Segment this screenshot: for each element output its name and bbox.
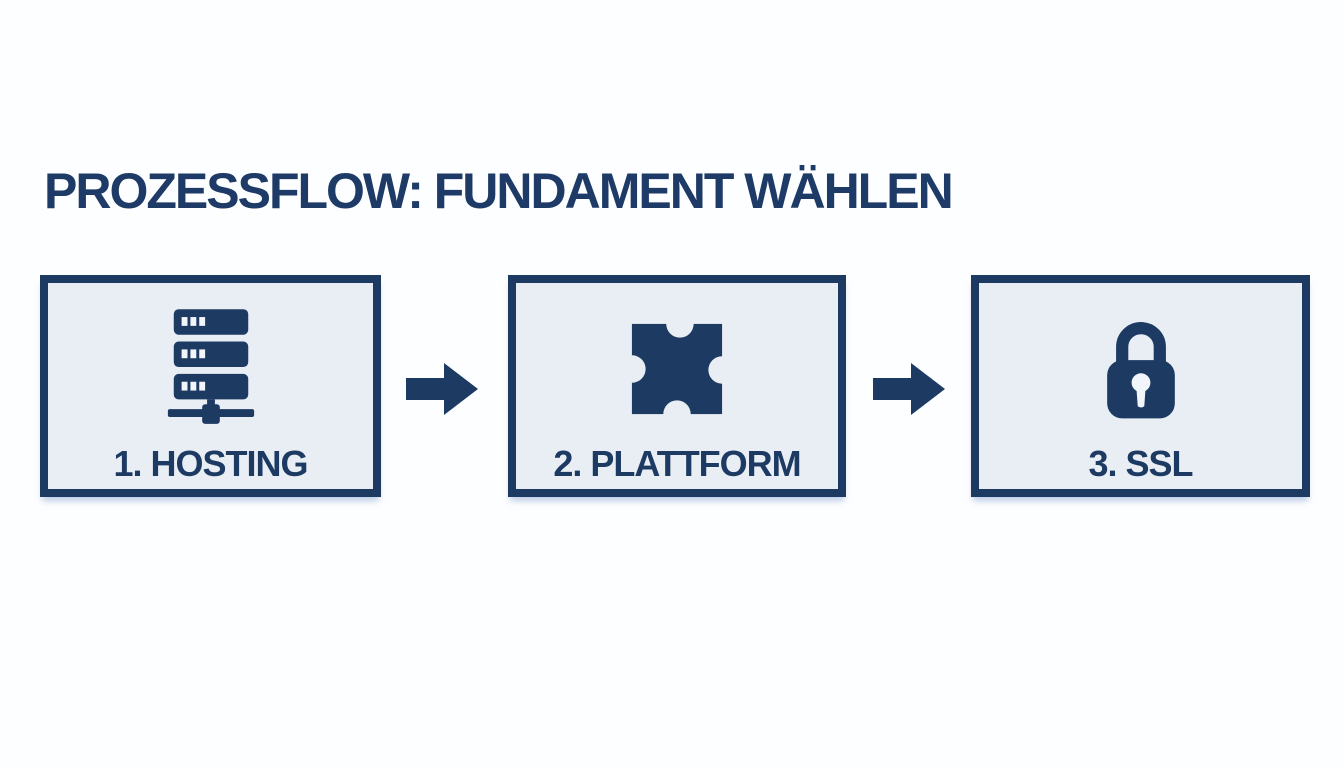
step-label-hosting: 1. HOSTING bbox=[113, 443, 308, 484]
arrow-right-icon bbox=[873, 363, 945, 415]
page-title: PROZESSFLOW: FUNDAMENT WÄHLEN bbox=[44, 163, 954, 219]
step-label-plattform: 2. PLATTFORM bbox=[553, 443, 801, 484]
puzzle-icon bbox=[628, 299, 726, 439]
step-box-hosting: 1. HOSTING bbox=[40, 275, 381, 497]
step-box-plattform: 2. PLATTFORM bbox=[508, 275, 846, 497]
lock-icon bbox=[1094, 299, 1188, 439]
step-box-ssl: 3. SSL bbox=[971, 275, 1310, 497]
server-icon bbox=[162, 299, 260, 439]
step-label-ssl: 3. SSL bbox=[1088, 443, 1193, 484]
arrow-right-icon bbox=[406, 363, 478, 415]
